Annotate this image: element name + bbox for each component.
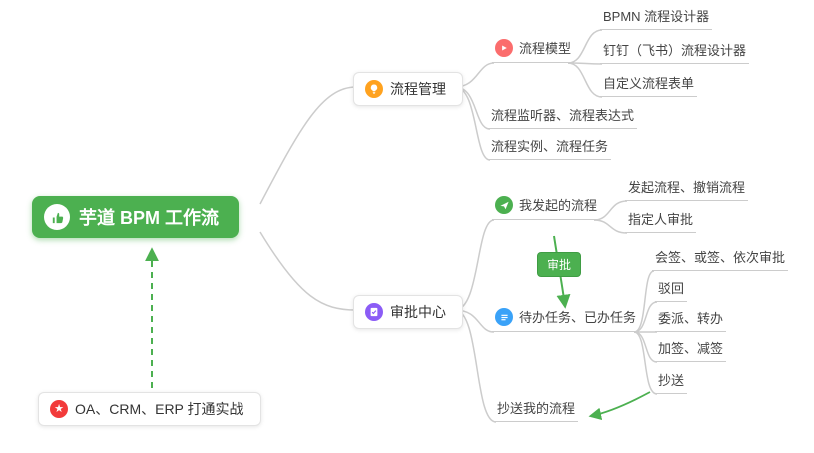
root-label: 芋道 BPM 工作流	[79, 208, 220, 228]
node-process-model[interactable]: 流程模型	[492, 39, 575, 63]
my-initiated-label: 我发起的流程	[519, 197, 598, 213]
approval-center-label: 审批中心	[390, 304, 446, 320]
node-root[interactable]: 芋道 BPM 工作流	[32, 196, 240, 238]
node-todo-done[interactable]: 待办任务、已办任务	[492, 308, 640, 332]
listener-expr-label: 流程监听器、流程表达式	[491, 108, 635, 123]
reject-label: 驳回	[658, 281, 685, 296]
approval-center-icon	[365, 303, 383, 321]
custom-form-label: 自定义流程表单	[603, 76, 695, 91]
countersign-label: 会签、或签、依次审批	[655, 250, 786, 265]
node-process-mgmt[interactable]: 流程管理	[353, 72, 463, 106]
node-dingtalk-designer[interactable]: 钉钉（飞书）流程设计器	[600, 43, 750, 64]
node-approval-center[interactable]: 审批中心	[353, 295, 463, 329]
node-countersign[interactable]: 会签、或签、依次审批	[652, 250, 789, 271]
node-bpmn-designer[interactable]: BPMN 流程设计器	[600, 9, 713, 30]
star-icon: ★	[50, 400, 68, 418]
assignee-approval-label: 指定人审批	[628, 212, 694, 227]
node-cc-my-flow[interactable]: 抄送我的流程	[494, 401, 579, 422]
initiate-cancel-label: 发起流程、撤销流程	[628, 180, 746, 195]
node-note[interactable]: ★ OA、CRM、ERP 打通实战	[38, 392, 261, 426]
cc-my-flow-label: 抄送我的流程	[497, 401, 576, 416]
lightbulb-icon	[365, 80, 383, 98]
approval-badge-text: 审批	[547, 258, 572, 272]
node-instance-task[interactable]: 流程实例、流程任务	[488, 139, 612, 160]
dingtalk-designer-label: 钉钉（飞书）流程设计器	[603, 43, 747, 58]
node-custom-form[interactable]: 自定义流程表单	[600, 76, 698, 97]
node-assignee-approval[interactable]: 指定人审批	[625, 212, 697, 233]
bpmn-designer-label: BPMN 流程设计器	[603, 9, 710, 24]
cc-label: 抄送	[658, 373, 685, 388]
relation-arrow-cc	[588, 391, 651, 421]
node-my-initiated[interactable]: 我发起的流程	[492, 196, 601, 220]
initiated-flow-icon	[495, 196, 513, 214]
instance-task-label: 流程实例、流程任务	[491, 139, 609, 154]
node-initiate-cancel[interactable]: 发起流程、撤销流程	[625, 180, 749, 201]
add-reduce-sign-label: 加签、减签	[658, 341, 724, 356]
note-label: OA、CRM、ERP 打通实战	[75, 401, 244, 417]
todo-done-label: 待办任务、已办任务	[519, 309, 637, 325]
process-model-icon	[495, 39, 513, 57]
thumbs-up-icon	[44, 204, 70, 230]
todo-task-icon	[495, 308, 513, 326]
node-cc[interactable]: 抄送	[655, 373, 688, 394]
node-add-reduce-sign[interactable]: 加签、减签	[655, 341, 727, 362]
node-reject[interactable]: 驳回	[655, 281, 688, 302]
process-model-label: 流程模型	[519, 40, 572, 56]
approval-relation-label[interactable]: 审批	[537, 252, 582, 277]
process-mgmt-label: 流程管理	[390, 81, 446, 97]
delegate-transfer-label: 委派、转办	[658, 311, 724, 326]
node-delegate-transfer[interactable]: 委派、转办	[655, 311, 727, 332]
node-listener-expr[interactable]: 流程监听器、流程表达式	[488, 108, 638, 129]
